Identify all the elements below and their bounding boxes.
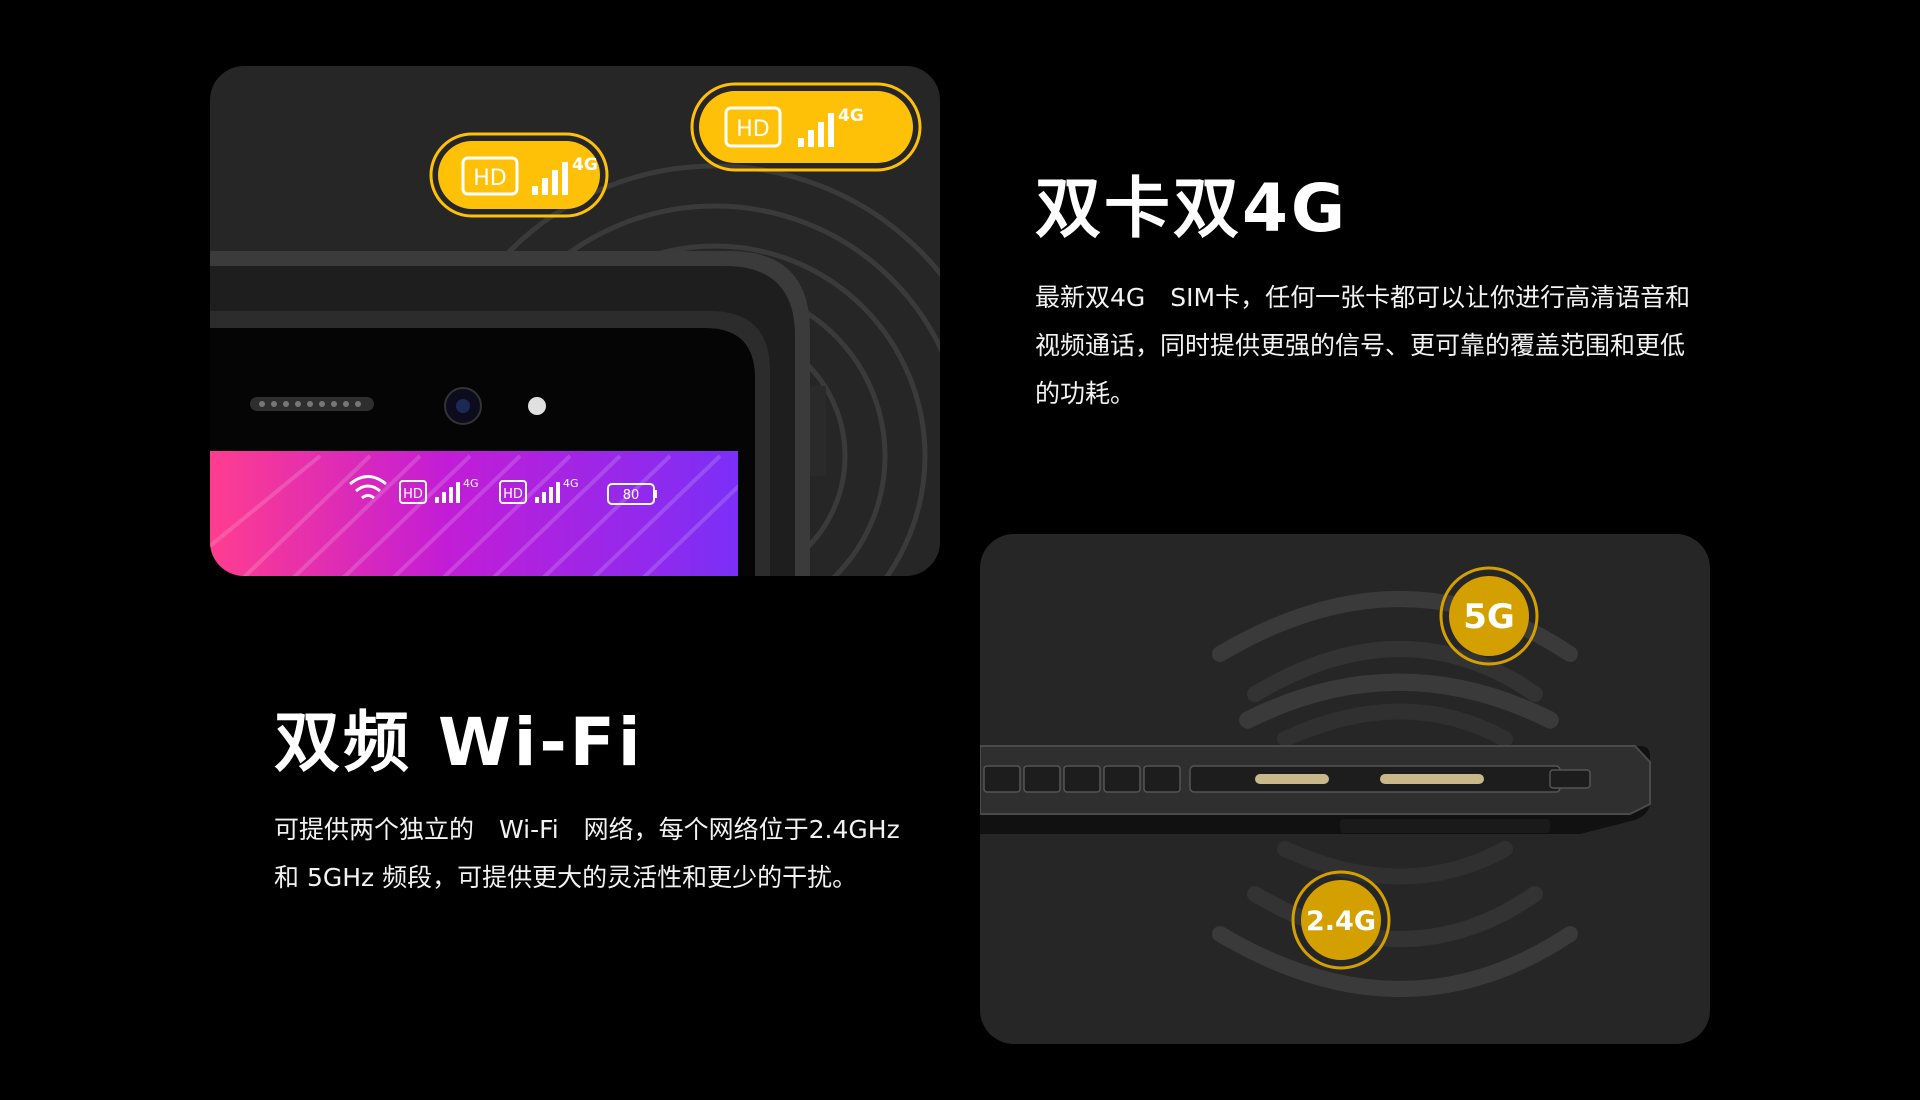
hd-icon — [399, 480, 427, 504]
phone-screen — [210, 451, 738, 576]
hd-4g-badge-right: HD 4G — [690, 82, 922, 172]
signal-wave-icon — [1212, 841, 1578, 997]
dual-4g-description: 最新双4G SIM卡，任何一张卡都可以让你进行高清语音和视频通话，同时提供更强的… — [1035, 283, 1691, 408]
hd-icon — [461, 156, 519, 196]
svg-text:4G: 4G — [563, 477, 579, 490]
svg-text:HD: HD — [503, 487, 523, 502]
svg-text:HD: HD — [473, 166, 506, 191]
svg-text:HD: HD — [403, 487, 423, 502]
svg-text:5G: 5G — [1463, 597, 1515, 637]
signal-bars-icon — [535, 482, 560, 503]
phone-side-illustration: 5G 2.4G — [980, 566, 1651, 997]
dual-wifi-description: 可提供两个独立的 Wi-Fi 网络，每个网络位于2.4GHz 和 5GHz 频段… — [274, 815, 908, 892]
band-24g-badge: 2.4G — [1291, 870, 1391, 970]
dual-wifi-title: 双频 Wi-Fi — [274, 704, 644, 781]
signal-bars-icon — [435, 482, 460, 503]
wifi-icon — [349, 475, 387, 500]
dual-4g-image-card: HD 4G HD 4G 80 HD — [210, 66, 940, 576]
svg-text:2.4G: 2.4G — [1306, 906, 1376, 937]
dual-wifi-image-card: 5G 2.4G — [980, 534, 1710, 1044]
svg-text:80: 80 — [623, 488, 640, 503]
status-bar: HD 4G HD 4G 80 — [349, 475, 657, 505]
band-5g-badge: 5G — [1439, 566, 1539, 666]
svg-text:4G: 4G — [463, 477, 479, 490]
hd-4g-badge-left: HD 4G — [429, 132, 609, 218]
svg-text:4G: 4G — [572, 155, 598, 175]
svg-text:HD: HD — [736, 117, 769, 142]
phone-top-illustration: HD 4G HD 4G 80 HD — [210, 82, 940, 576]
phone-side-body — [980, 745, 1651, 834]
signal-bars-icon — [798, 113, 834, 147]
hd-icon — [499, 480, 527, 504]
dual-4g-title: 双卡双4G — [1035, 170, 1349, 247]
hd-icon — [724, 106, 782, 148]
signal-bars-icon — [532, 162, 568, 195]
svg-text:4G: 4G — [838, 106, 864, 126]
